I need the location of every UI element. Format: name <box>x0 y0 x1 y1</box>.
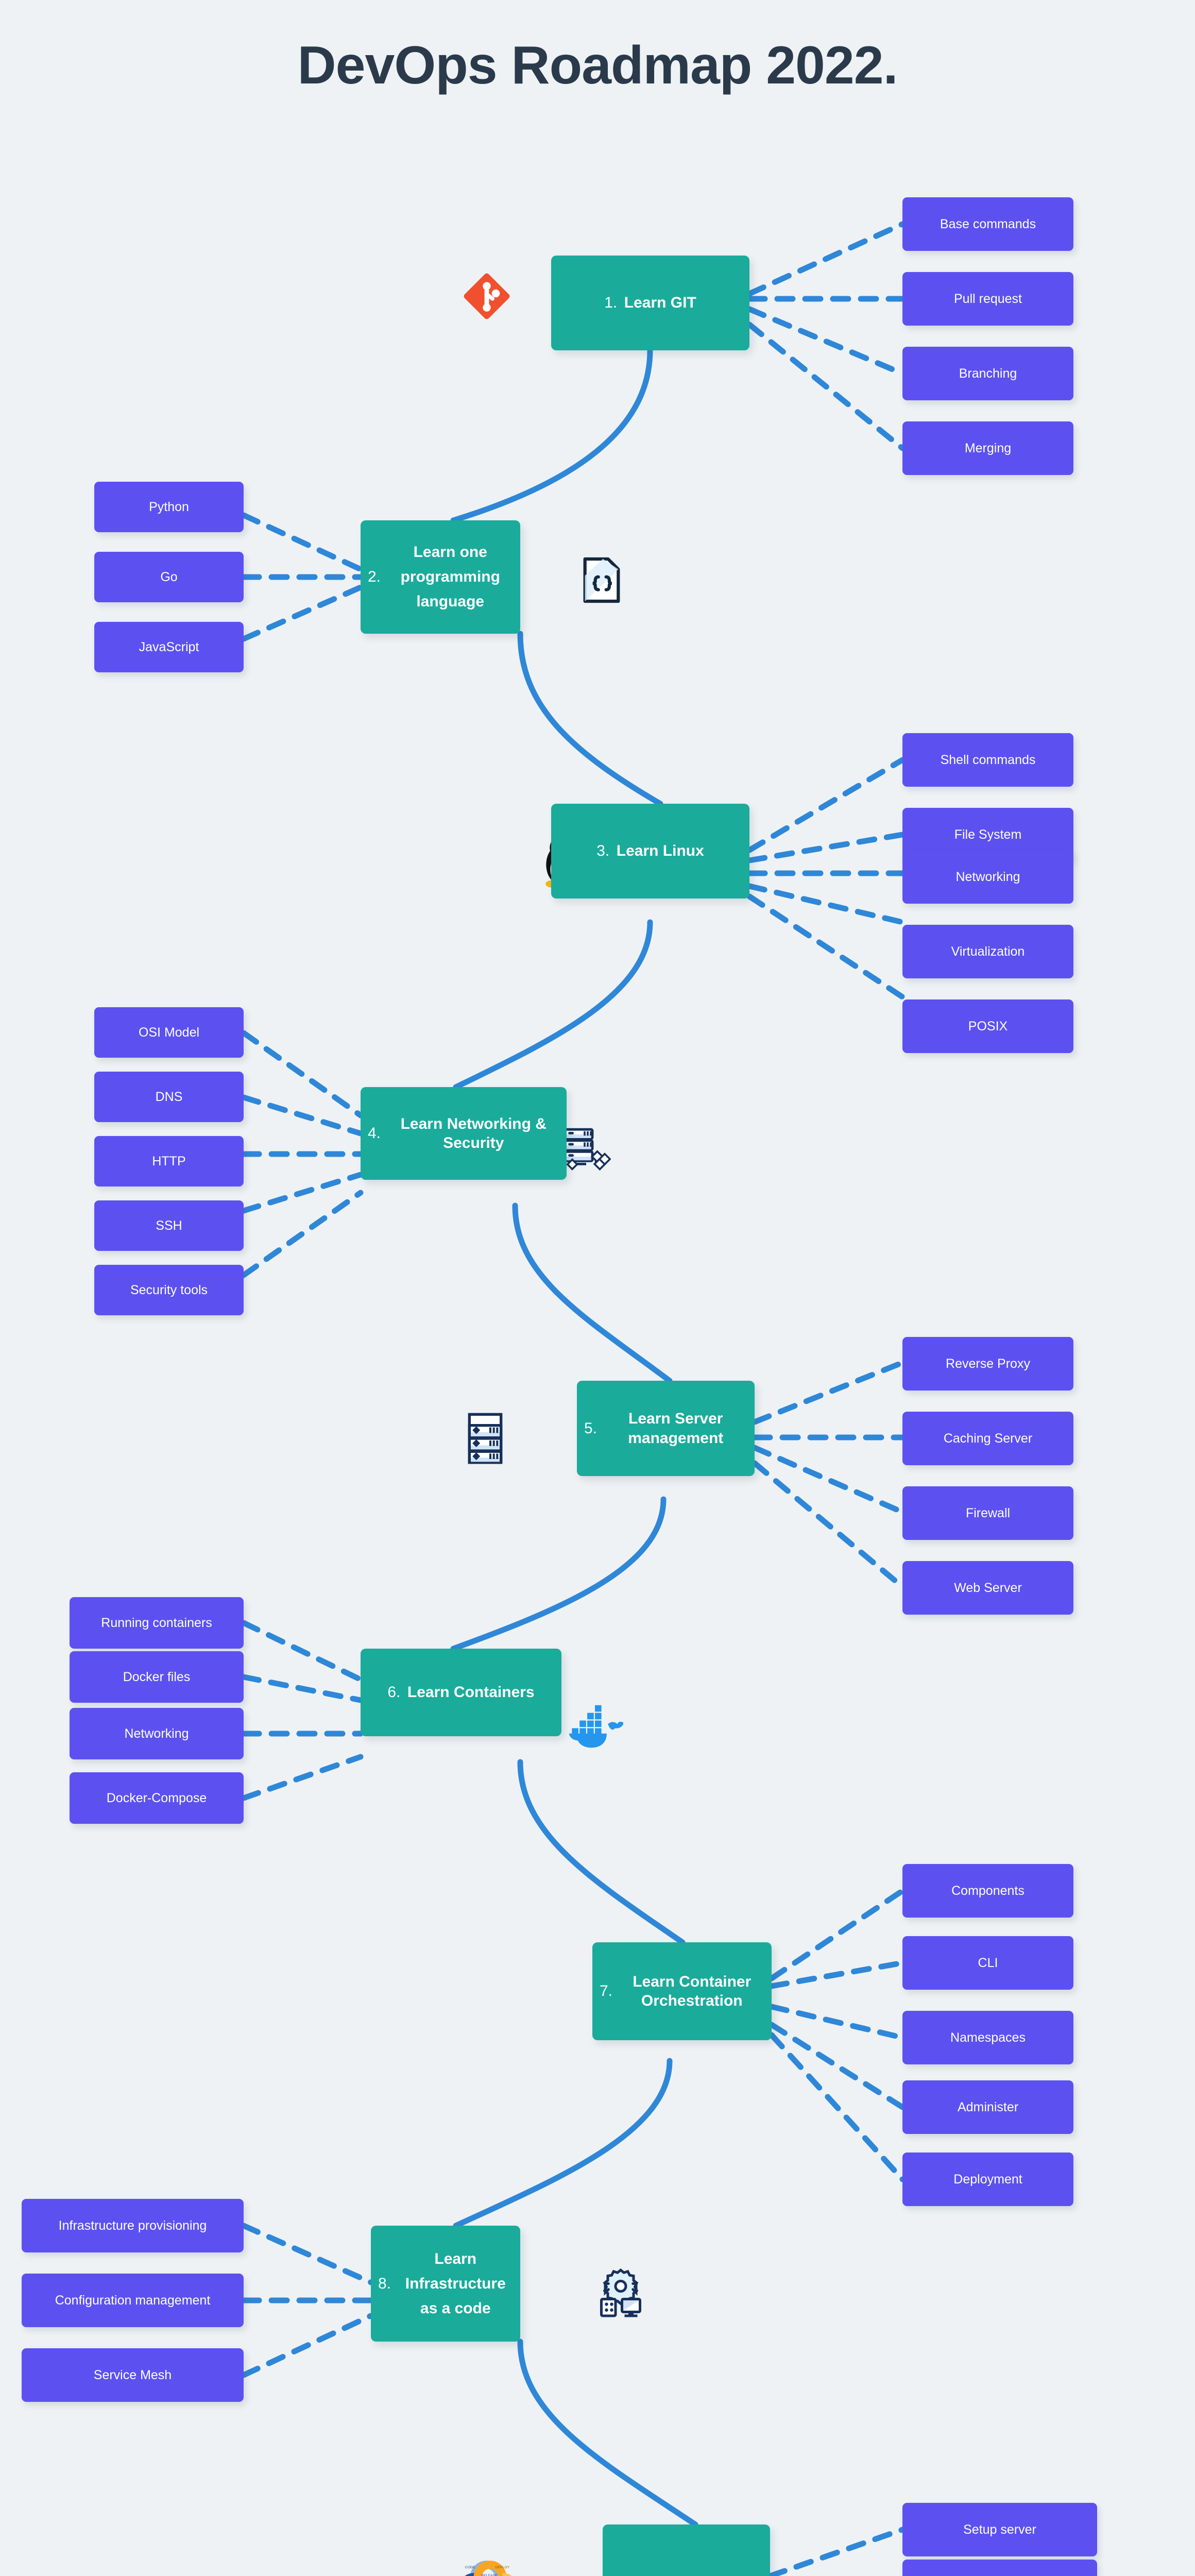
branch-group-9 <box>767 2527 906 2576</box>
server-network-icon <box>564 1128 611 1171</box>
svg-text:RELEASE: RELEASE <box>481 2574 498 2576</box>
sub-node[interactable]: Setup server <box>902 2503 1097 2556</box>
sub-node[interactable]: Caching Server <box>902 1412 1073 1465</box>
branch-group-3 <box>746 757 906 1000</box>
branch-group-6 <box>241 1620 364 1801</box>
sub-node[interactable]: JavaScript <box>94 622 244 672</box>
sub-node[interactable]: Shell commands <box>902 733 1073 787</box>
sub-node[interactable]: Networking <box>902 850 1073 904</box>
sub-node[interactable]: POSIX <box>902 999 1073 1053</box>
sub-node[interactable]: Firewall <box>902 1486 1073 1540</box>
node-number: 4. <box>368 1125 381 1142</box>
branch-group-8 <box>241 2223 374 2378</box>
sub-node[interactable]: Docker-Compose <box>70 1772 244 1824</box>
docker-whale-icon <box>569 1705 623 1748</box>
branch-group-1 <box>746 221 906 451</box>
node-title: Learn Infrastructure as a code <box>405 2250 506 2317</box>
node-step-7[interactable]: 7. Learn Container Orchestration <box>592 1942 772 2040</box>
sub-node[interactable]: Reverse Proxy <box>902 1337 1073 1391</box>
sub-node[interactable]: Configuration management <box>22 2274 244 2327</box>
node-title: Learn GIT <box>624 294 696 312</box>
node-number: 5. <box>584 1419 598 1437</box>
sub-node[interactable]: Branching <box>902 347 1073 400</box>
node-title: Learn CI/CD <box>652 2573 741 2576</box>
sub-node[interactable]: Docker files <box>70 1651 244 1703</box>
node-number: 9. <box>632 2573 645 2576</box>
node-number: 7. <box>600 1982 613 2000</box>
infrastructure-gear-icon <box>600 2268 641 2317</box>
node-number: 8. <box>378 2275 391 2292</box>
node-step-3[interactable]: 3. Learn Linux <box>551 804 749 899</box>
svg-text:CODE: CODE <box>465 2566 475 2569</box>
spine-4-5 <box>512 1202 673 1384</box>
sub-node[interactable]: Integration <box>902 2560 1097 2576</box>
node-number: 3. <box>596 842 610 860</box>
sub-node[interactable]: Infrastructure provisioning <box>22 2199 244 2252</box>
sub-node[interactable]: Running containers <box>70 1597 244 1649</box>
node-title: Learn Containers <box>407 1684 535 1701</box>
branch-group-5 <box>752 1360 906 1590</box>
page-title: DevOps Roadmap 2022. <box>297 36 898 95</box>
git-icon <box>464 273 510 319</box>
branch-group-4 <box>241 1030 364 1278</box>
spine-2-3 <box>517 631 663 807</box>
node-number: 6. <box>387 1684 401 1701</box>
sub-node[interactable]: Networking <box>70 1708 244 1759</box>
sub-node[interactable]: Administer <box>902 2080 1073 2134</box>
spine-6-7 <box>517 1759 686 1945</box>
branch-group-2 <box>241 512 364 642</box>
node-step-1[interactable]: 1. Learn GIT <box>551 256 749 350</box>
server-rack-icon <box>468 1413 503 1464</box>
node-number: 1. <box>604 294 618 312</box>
node-step-4[interactable]: 4. Learn Networking & Security <box>361 1087 567 1180</box>
sub-node[interactable]: Security tools <box>94 1265 244 1315</box>
devops-infinity-icon: CODEBUILDTEST RELEASE DEPLOYOPERATEMONIT… <box>465 2561 512 2576</box>
sub-node[interactable]: Python <box>94 482 244 532</box>
sub-node[interactable]: Namespaces <box>902 2011 1073 2064</box>
sub-node[interactable]: Components <box>902 1864 1073 1918</box>
node-number: 2. <box>368 568 381 585</box>
node-step-6[interactable]: 6. Learn Containers <box>361 1649 561 1736</box>
node-title: Learn Networking & Security <box>400 1115 547 1152</box>
sub-node[interactable]: Virtualization <box>902 925 1073 978</box>
sub-node[interactable]: HTTP <box>94 1136 244 1187</box>
sub-node[interactable]: Deployment <box>902 2153 1073 2206</box>
spine-5-6 <box>450 1496 667 1652</box>
svg-text:DEPLOY: DEPLOY <box>496 2566 510 2569</box>
sub-node[interactable]: Merging <box>902 421 1073 475</box>
branch-group-7 <box>769 1888 906 2182</box>
sub-node[interactable]: CLI <box>902 1936 1073 1990</box>
sub-node[interactable]: SSH <box>94 1200 244 1251</box>
node-title: Learn Linux <box>616 842 704 860</box>
node-step-9[interactable]: 9. Learn CI/CD <box>603 2524 770 2576</box>
sub-node[interactable]: DNS <box>94 1072 244 1122</box>
node-title: Learn Container Orchestration <box>633 1973 752 2010</box>
node-step-8[interactable]: 8. Learn Infrastructure as a code <box>371 2226 520 2342</box>
node-title: Learn one programming language <box>400 544 500 610</box>
spine-7-8 <box>453 2058 673 2229</box>
sub-node[interactable]: Pull request <box>902 272 1073 326</box>
sub-node[interactable]: Base commands <box>902 197 1073 251</box>
node-step-5[interactable]: 5. Learn Server management <box>577 1381 755 1476</box>
sub-node[interactable]: Service Mesh <box>22 2348 244 2402</box>
sub-node[interactable]: Web Server <box>902 1561 1073 1615</box>
code-file-icon <box>583 557 620 603</box>
node-step-2[interactable]: 2. Learn one programming language <box>361 520 520 634</box>
sub-node[interactable]: Go <box>94 552 244 602</box>
node-title: Learn Server management <box>628 1410 724 1447</box>
spine-8-9 <box>517 2338 698 2528</box>
sub-node[interactable]: OSI Model <box>94 1007 244 1058</box>
spine-3-4 <box>453 919 653 1090</box>
spine-1-2 <box>450 347 653 523</box>
